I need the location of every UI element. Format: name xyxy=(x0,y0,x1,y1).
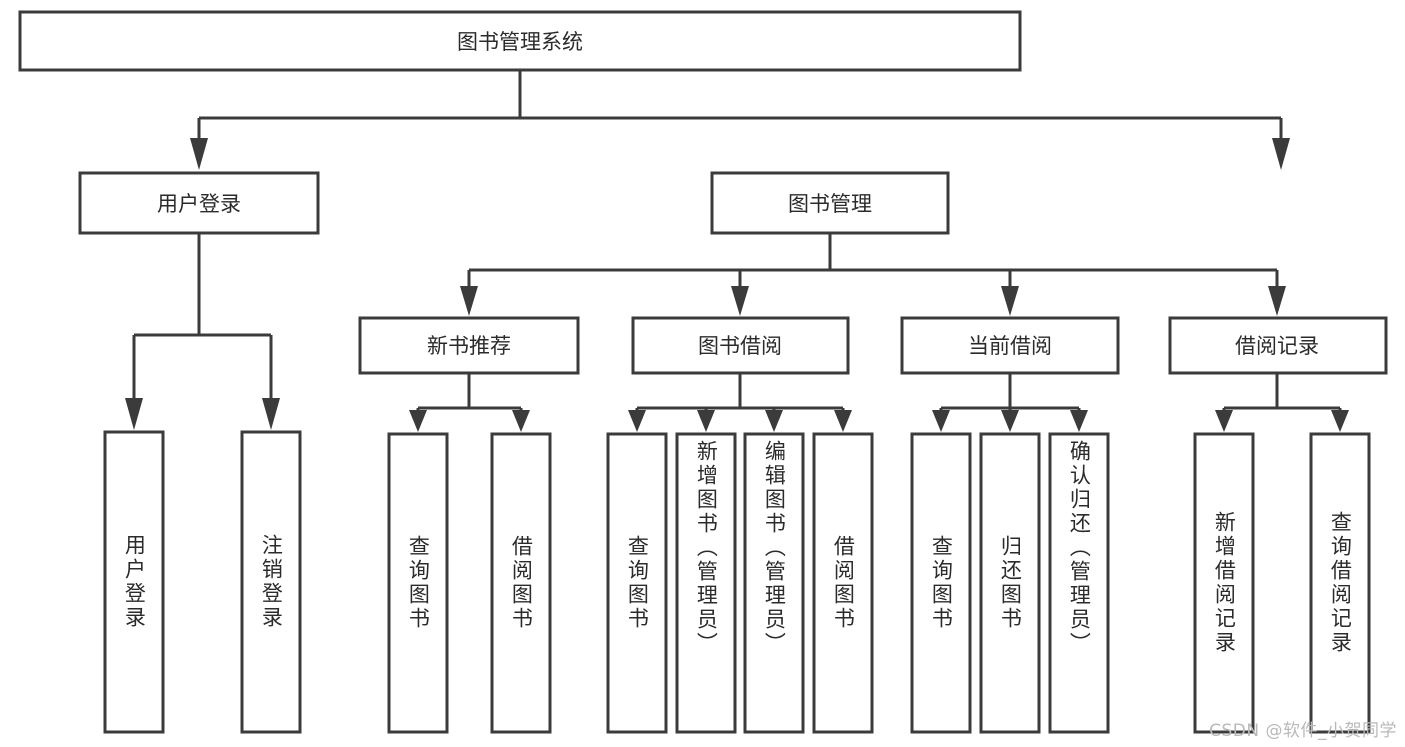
node-book-borrow[interactable]: 图书借阅 xyxy=(631,316,850,375)
leaf-borrow-records-1[interactable] xyxy=(1309,432,1371,734)
connector-userlogin-to-leaves xyxy=(125,233,280,430)
node-root[interactable]: 图书管理系统 xyxy=(18,10,1022,72)
leaf-current-borrow-1[interactable] xyxy=(979,432,1041,734)
leaf-borrow-records-0[interactable] xyxy=(1193,432,1255,734)
leaf-user-login-1[interactable] xyxy=(240,430,302,734)
leaf-book-borrow-0[interactable] xyxy=(606,432,668,734)
node-new-book-recommend-label: 新书推荐 xyxy=(427,334,511,358)
node-book-management-label: 图书管理 xyxy=(788,192,872,216)
connector-newbook-to-leaves xyxy=(409,373,530,432)
leaf-book-borrow-2[interactable] xyxy=(743,432,805,734)
node-borrow-records[interactable]: 借阅记录 xyxy=(1168,316,1388,375)
node-user-login-label: 用户登录 xyxy=(157,192,241,216)
node-current-borrow-label: 当前借阅 xyxy=(968,334,1052,358)
node-new-book-recommend[interactable]: 新书推荐 xyxy=(358,316,580,375)
connector-root-to-level1 xyxy=(190,70,1290,170)
node-root-label: 图书管理系统 xyxy=(457,30,583,54)
node-current-borrow[interactable]: 当前借阅 xyxy=(900,316,1120,375)
node-book-borrow-label: 图书借阅 xyxy=(698,334,782,358)
leaf-new-book-recommend-0[interactable] xyxy=(387,432,449,734)
leaf-current-borrow-2[interactable] xyxy=(1048,432,1110,734)
connector-bookmgmt-to-level2 xyxy=(460,233,1286,316)
node-book-management[interactable]: 图书管理 xyxy=(710,171,950,235)
leaf-book-borrow-1[interactable] xyxy=(675,432,737,734)
connector-borrowrecord-to-leaves xyxy=(1215,373,1349,432)
leaf-book-borrow-3[interactable] xyxy=(812,432,874,734)
connector-bookborrow-to-leaves xyxy=(628,373,852,432)
leaf-user-login-0[interactable] xyxy=(103,430,165,734)
node-borrow-records-label: 借阅记录 xyxy=(1235,334,1319,358)
node-user-login[interactable]: 用户登录 xyxy=(78,171,320,235)
connector-currentborrow-to-leaves xyxy=(932,373,1088,432)
leaf-new-book-recommend-1[interactable] xyxy=(490,432,552,734)
leaf-current-borrow-0[interactable] xyxy=(910,432,972,734)
